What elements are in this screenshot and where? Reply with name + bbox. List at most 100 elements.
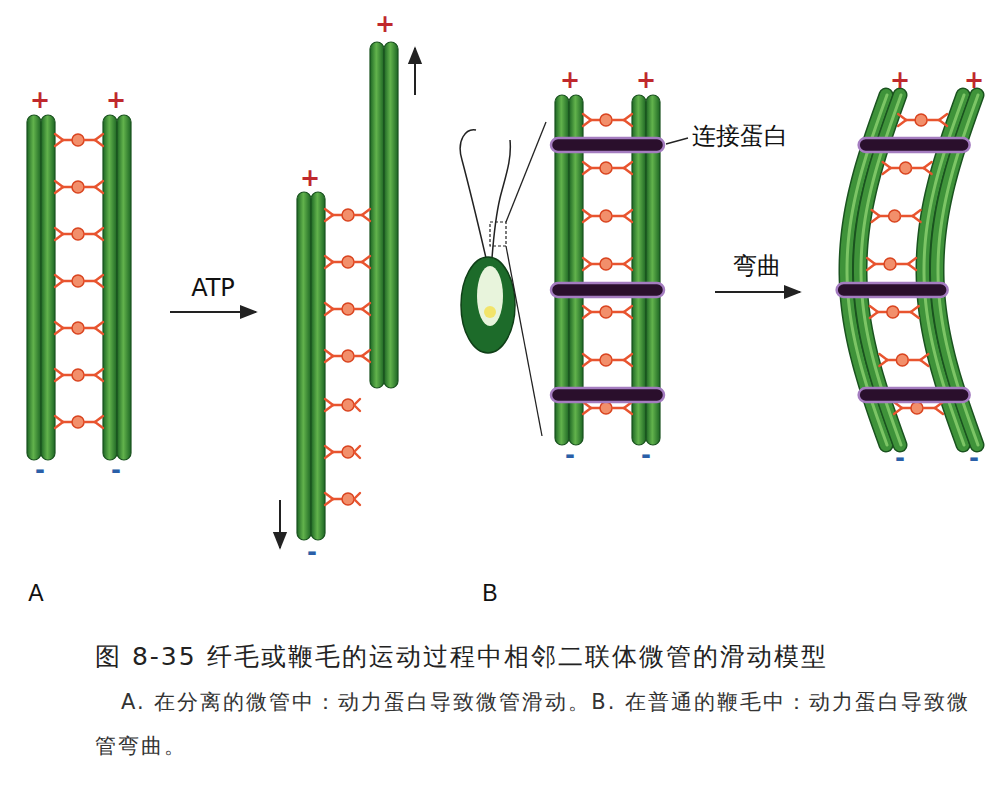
dynein-stalk bbox=[84, 327, 95, 329]
dynein-stalk bbox=[583, 210, 591, 216]
dynein-stalk bbox=[63, 139, 72, 141]
dynein-head bbox=[884, 258, 896, 270]
drawing bbox=[27, 42, 978, 548]
microtubule bbox=[27, 115, 41, 460]
dynein-stalk bbox=[333, 308, 342, 310]
dynein-stalk bbox=[325, 256, 333, 262]
dynein-stalk bbox=[612, 359, 624, 361]
dynein-stalk bbox=[612, 407, 624, 409]
minus-end-sign: - bbox=[895, 445, 905, 471]
dynein-stalk bbox=[95, 187, 103, 193]
dynein-stalk bbox=[908, 264, 916, 270]
dynein-stalk bbox=[63, 186, 72, 188]
nexin-link bbox=[551, 138, 664, 152]
dynein-stalk bbox=[624, 360, 632, 366]
dynein-stalk bbox=[935, 408, 943, 414]
minus-end-sign: - bbox=[111, 457, 121, 483]
dynein-stalk bbox=[95, 281, 103, 287]
nexin-link bbox=[859, 138, 970, 152]
flagellate-cell bbox=[460, 122, 546, 436]
flagellum bbox=[492, 140, 510, 258]
dynein-head bbox=[342, 446, 354, 458]
dynein-stalk bbox=[55, 140, 63, 146]
dynein-stalk bbox=[84, 280, 95, 282]
dynein-stalk bbox=[95, 234, 103, 240]
microtubule bbox=[297, 192, 311, 540]
dynein-stalk bbox=[591, 407, 600, 409]
dynein-stalk bbox=[624, 114, 632, 120]
dynein-head bbox=[72, 416, 84, 428]
dynein-stalk bbox=[333, 214, 342, 216]
dynein-stalk bbox=[354, 399, 360, 405]
dynein-stalk bbox=[325, 215, 333, 221]
dynein-stalk bbox=[624, 354, 632, 360]
dynein-stalk bbox=[95, 422, 103, 428]
arrow bbox=[170, 311, 256, 313]
nexin-link bbox=[859, 388, 970, 402]
dynein-stalk bbox=[333, 451, 342, 453]
dynein-stalk bbox=[84, 421, 95, 423]
dynein-stalk bbox=[896, 263, 908, 265]
dynein-stalk bbox=[325, 309, 333, 315]
dynein-stalk bbox=[583, 264, 591, 270]
dynein-stalk bbox=[920, 360, 928, 366]
dynein-stalk bbox=[362, 303, 370, 309]
dynein-stalk bbox=[362, 262, 370, 268]
dynein-stalk bbox=[624, 264, 632, 270]
dynein-stalk bbox=[891, 167, 900, 169]
dynein-stalk bbox=[583, 360, 591, 366]
dynein-stalk bbox=[939, 120, 947, 126]
dynein-stalk bbox=[624, 312, 632, 318]
dynein-stalk bbox=[583, 408, 591, 414]
dynein-stalk bbox=[920, 354, 928, 360]
dynein-stalk bbox=[55, 134, 63, 140]
dynein-stalk bbox=[591, 167, 600, 169]
dynein-head bbox=[600, 162, 612, 174]
dynein-stalk bbox=[95, 181, 103, 187]
dynein-head bbox=[915, 114, 927, 126]
dynein-stalk bbox=[927, 119, 939, 121]
dynein-stalk bbox=[908, 359, 920, 361]
dynein-stalk bbox=[95, 416, 103, 422]
dynein-stalk bbox=[583, 120, 591, 126]
dynein-stalk bbox=[612, 311, 624, 313]
dynein-stalk bbox=[624, 162, 632, 168]
dynein-head bbox=[911, 402, 923, 414]
minus-end-sign: - bbox=[641, 442, 651, 468]
plus-end-sign: + bbox=[375, 11, 395, 37]
dynein-stalk bbox=[354, 499, 360, 505]
dynein-head bbox=[72, 181, 84, 193]
dynein-stalk bbox=[624, 168, 632, 174]
dynein-head bbox=[72, 322, 84, 334]
dynein-stalk bbox=[55, 187, 63, 193]
plus-end-sign: + bbox=[30, 87, 50, 113]
dynein-stalk bbox=[924, 162, 932, 168]
flagellum bbox=[460, 130, 486, 258]
dynein-stalk bbox=[84, 186, 95, 188]
dynein-stalk bbox=[333, 404, 342, 406]
microtubule bbox=[384, 42, 398, 388]
dynein-head bbox=[900, 162, 912, 174]
dynein-head bbox=[342, 303, 354, 315]
dynein-stalk bbox=[591, 119, 600, 121]
dynein-stalk bbox=[591, 311, 600, 313]
zoom-box bbox=[490, 222, 506, 246]
dynein-stalk bbox=[870, 312, 878, 318]
microtubule bbox=[311, 192, 325, 540]
dynein-stalk bbox=[325, 452, 333, 458]
dynein-stalk bbox=[591, 359, 600, 361]
dynein-stalk bbox=[583, 312, 591, 318]
dynein-stalk bbox=[879, 354, 887, 360]
sliding-pair bbox=[297, 42, 398, 540]
dynein-stalk bbox=[583, 168, 591, 174]
dynein-head bbox=[342, 350, 354, 362]
dynein-stalk bbox=[908, 258, 916, 264]
dynein-stalk bbox=[583, 354, 591, 360]
dynein-stalk bbox=[55, 228, 63, 234]
dynein-head bbox=[72, 275, 84, 287]
dynein-stalk bbox=[612, 263, 624, 265]
dynein-stalk bbox=[84, 374, 95, 376]
